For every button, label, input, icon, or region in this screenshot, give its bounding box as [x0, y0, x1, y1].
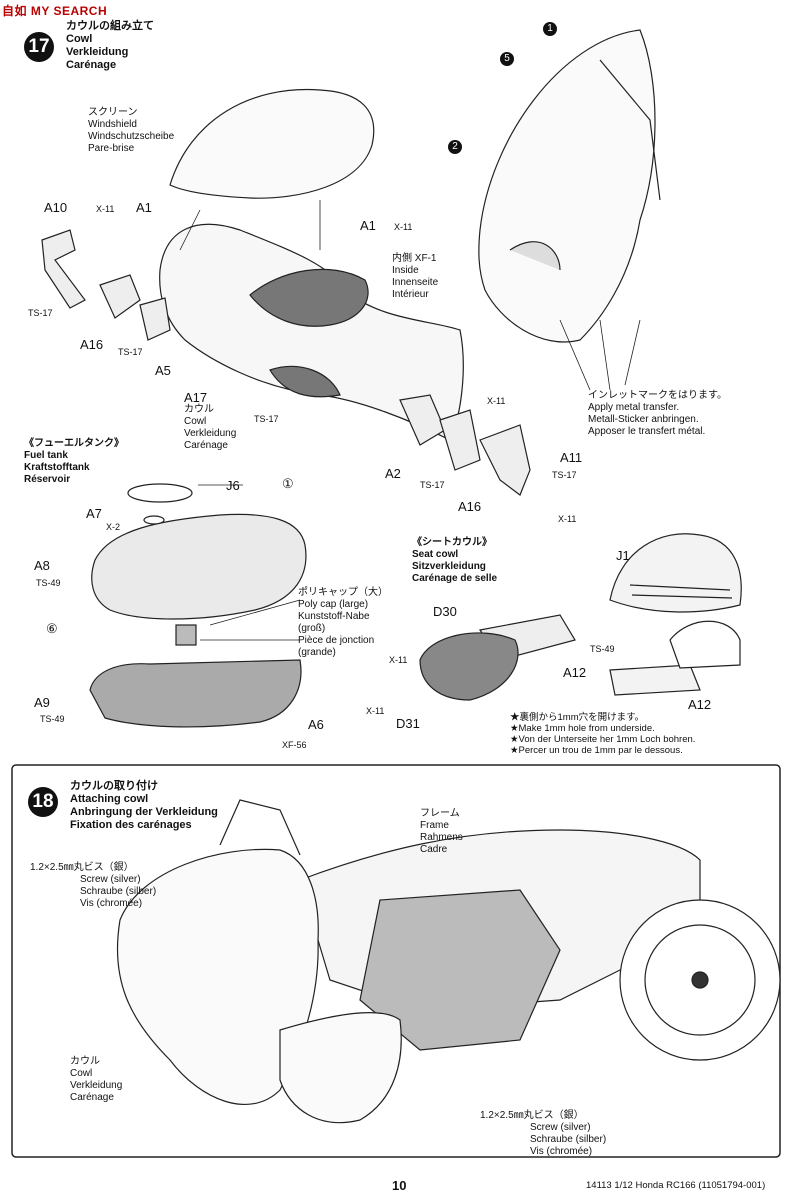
- part-a16-left: A16: [80, 337, 104, 352]
- page-number: 10: [392, 1178, 407, 1193]
- tank-bottom-a9-shape: [89, 659, 302, 728]
- part-a12-right: A12: [688, 697, 712, 712]
- code-ts17-c: TS-17: [254, 414, 279, 424]
- metal-transfer-label: インレットマークをはります。Apply metal transfer.Metal…: [588, 390, 727, 437]
- cowl-inner-shape: [249, 268, 369, 327]
- windshield-shape: [169, 88, 375, 199]
- code-ts49-seat: TS-49: [590, 644, 615, 654]
- callout-5: 5: [500, 52, 514, 66]
- screw-label-bottom: 1.2×2.5㎜丸ビス（銀）Screw (silver)Schraube (si…: [480, 1110, 607, 1157]
- code-x11-b: X-11: [394, 222, 413, 232]
- part-a1-left: A1: [136, 200, 152, 215]
- code-ts17-d: TS-17: [420, 480, 445, 490]
- part-a5: A5: [155, 363, 171, 378]
- part-a1-right: A1: [360, 218, 376, 233]
- kit-reference: 14113 1/12 Honda RC166 (11051794-001): [586, 1180, 766, 1191]
- cowl-a17-shape: [159, 223, 464, 441]
- code-x11-c: X-11: [487, 396, 506, 406]
- part-a7: A7: [86, 506, 102, 521]
- step-18-badge: 18: [28, 787, 58, 817]
- drill-hole-note: ★裏側から1mm穴を開けます。★Make 1mm hole from under…: [510, 712, 696, 756]
- code-ts49-a: TS-49: [36, 578, 61, 588]
- code-xf56: XF-56: [282, 740, 307, 750]
- watermark: 自如 MY SEARCH: [2, 4, 108, 18]
- part-d31: D31: [396, 716, 420, 731]
- code-x11-seat-b: X-11: [366, 706, 385, 716]
- part-a9: A9: [34, 695, 50, 710]
- part-a10: A10: [44, 200, 68, 215]
- poly-cap-label: ポリキャップ（大）Poly cap (large)Kunststoff-Nabe…: [298, 587, 388, 658]
- fuel-tank-shape: [91, 513, 307, 620]
- engine-shape: [359, 889, 561, 1051]
- part-a12-left: A12: [563, 665, 587, 680]
- callout-1: 1: [543, 22, 557, 36]
- part-a8: A8: [34, 558, 50, 573]
- step-18-frame: [11, 764, 781, 1158]
- code-ts17-b: TS-17: [118, 347, 143, 357]
- circled-6: ⑥: [46, 621, 58, 636]
- part-a11: A11: [560, 450, 583, 465]
- part-d30: D30: [433, 604, 457, 619]
- code-x11-d: X-11: [558, 514, 577, 524]
- part-a2: A2: [385, 466, 401, 481]
- code-x11-seat-a: X-11: [389, 655, 408, 665]
- code-x11-a: X-11: [96, 204, 115, 214]
- seat-a12-shape: [609, 664, 701, 696]
- part-a16-right: A16: [458, 499, 482, 514]
- seat-cowl-shape: [419, 632, 519, 701]
- part-a6: A6: [308, 717, 324, 732]
- part-a17: A17: [184, 390, 208, 405]
- seat-j1-shape: [609, 533, 742, 613]
- step-17-badge: 17: [24, 32, 54, 62]
- screw-label-top: 1.2×2.5㎜丸ビス（銀）Screw (silver)Schraube (si…: [30, 862, 157, 909]
- lower-cowl-shape: [279, 1011, 402, 1124]
- code-ts17-e: TS-17: [552, 470, 577, 480]
- circled-1: ①: [282, 476, 294, 491]
- cowl-assembled-shape: [478, 29, 656, 343]
- code-x2: X-2: [106, 522, 121, 532]
- part-j1: J1: [616, 548, 630, 563]
- code-ts17-a: TS-17: [28, 308, 53, 318]
- bracket-a10-shape: [41, 229, 86, 309]
- callout-2: 2: [448, 140, 462, 154]
- part-j6: J6: [226, 478, 240, 493]
- code-ts49-b: TS-49: [40, 714, 65, 724]
